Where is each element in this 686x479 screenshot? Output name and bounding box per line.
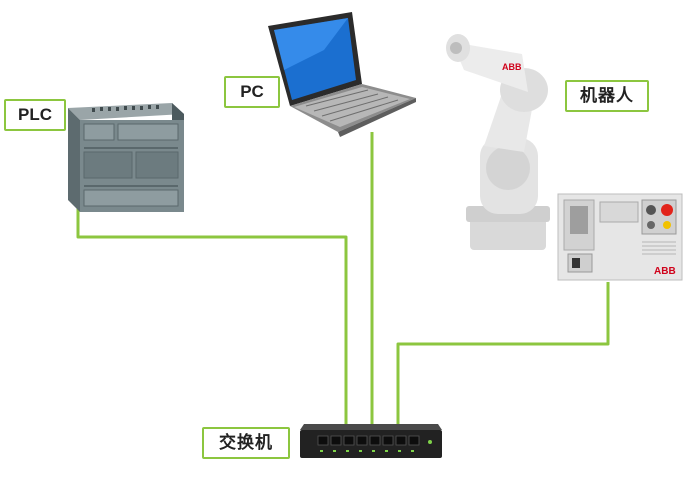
cable-controller-switch — [396, 282, 610, 424]
robot-arm-icon: ABB — [446, 34, 550, 250]
robot-logo: ABB — [502, 62, 522, 72]
plc-device-icon — [68, 103, 184, 212]
network-switch-icon — [300, 424, 442, 458]
controller-logo: ABB — [654, 266, 676, 277]
cable-plc-switch — [76, 205, 348, 424]
robot-label: 机器人 — [565, 80, 649, 112]
laptop-icon — [268, 12, 416, 137]
switch-label: 交换机 — [202, 427, 290, 459]
plc-label: PLC — [4, 99, 66, 131]
pc-label: PC — [224, 76, 280, 108]
robot-controller-icon: ABB — [557, 193, 683, 281]
